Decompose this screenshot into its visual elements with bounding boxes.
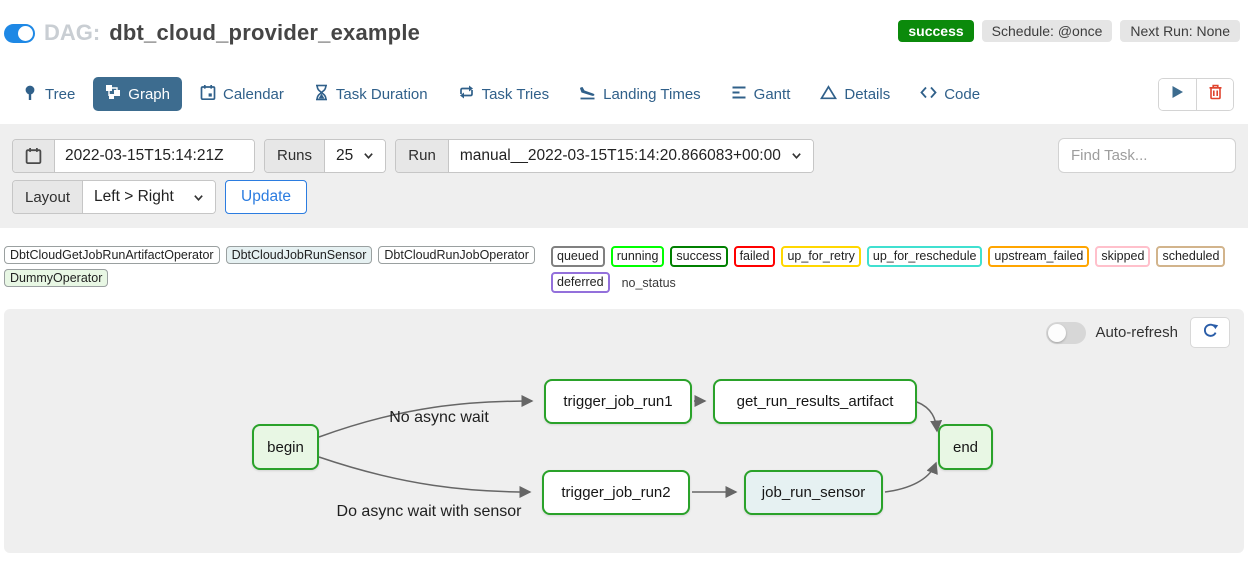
run-group: Run manual__2022-03-15T15:14:20.866083+0… — [395, 138, 814, 173]
graph-icon — [105, 84, 121, 104]
repeat-icon — [458, 84, 475, 104]
tab-label: Task Tries — [481, 85, 550, 103]
delete-dag-button[interactable] — [1196, 78, 1233, 110]
calendar-addon-icon — [13, 139, 55, 172]
tab-task-duration[interactable]: Task Duration — [302, 77, 440, 112]
operator-badge: DbtCloudRunJobOperator — [378, 246, 535, 264]
status-badge: skipped — [1095, 246, 1151, 267]
triangle-icon — [820, 84, 838, 104]
layout-value: Left > Right — [94, 188, 174, 205]
hourglass-icon — [314, 84, 329, 105]
play-icon — [1171, 85, 1184, 104]
status-badge: up_for_retry — [781, 246, 861, 267]
task-node-trigger-job-run2[interactable]: trigger_job_run2 — [542, 470, 690, 515]
edge-label-no-async-wait: No async wait — [389, 409, 489, 426]
calendar-icon — [200, 84, 216, 105]
chevron-down-icon — [792, 153, 801, 160]
run-value: manual__2022-03-15T15:14:20.866083+00:00 — [459, 146, 781, 164]
auto-refresh-toggle[interactable] — [1046, 321, 1087, 344]
tab-label: Tree — [45, 85, 76, 103]
graph-canvas: No async wait Do async wait with sensor … — [4, 309, 1244, 553]
operator-badge: DbtCloudGetJobRunArtifactOperator — [4, 246, 220, 264]
no-status-label: no_status — [621, 275, 676, 290]
task-node-begin[interactable]: begin — [252, 424, 319, 470]
operator-badge: DummyOperator — [4, 269, 109, 287]
runs-value: 25 — [336, 146, 354, 164]
run-label: Run — [396, 139, 449, 172]
layout-group: Layout Left > Right — [12, 180, 217, 214]
layout-label: Layout — [13, 181, 84, 213]
dag-pause-toggle[interactable] — [4, 23, 35, 43]
schedule-badge: Schedule: @once — [981, 20, 1113, 42]
status-badge: up_for_reschedule — [866, 246, 983, 267]
tree-icon — [22, 84, 38, 105]
trash-icon — [1208, 84, 1223, 105]
tab-code[interactable]: Code — [908, 78, 992, 111]
tab-label: Task Duration — [335, 85, 428, 103]
base-date-input[interactable] — [55, 139, 254, 172]
next-run-badge: Next Run: None — [1120, 20, 1240, 42]
auto-refresh-label: Auto-refresh — [1095, 324, 1178, 341]
tab-label: Calendar — [223, 85, 284, 103]
num-runs-group: Runs 25 — [264, 138, 387, 173]
operator-legend: DbtCloudGetJobRunArtifactOperator DbtClo… — [4, 246, 551, 287]
dag-header: DAG: dbt_cloud_provider_example success … — [0, 0, 1248, 66]
page-title: dbt_cloud_provider_example — [109, 20, 421, 45]
dag-prefix-label: DAG: — [44, 20, 101, 45]
tab-label: Graph — [128, 85, 170, 103]
operator-badge: DbtCloudJobRunSensor — [225, 246, 373, 264]
status-legend: queued running success failed up_for_ret… — [551, 246, 1226, 293]
refresh-button[interactable] — [1190, 317, 1230, 348]
trigger-dag-button[interactable] — [1159, 78, 1196, 110]
status-badge: success — [670, 246, 728, 267]
tab-label: Code — [944, 85, 981, 103]
num-runs-select[interactable]: 25 — [325, 139, 386, 172]
status-badge: scheduled — [1156, 246, 1226, 267]
gantt-bars-icon — [731, 85, 747, 104]
plane-landing-icon — [579, 84, 596, 104]
task-node-end[interactable]: end — [938, 424, 993, 470]
find-task-input[interactable] — [1058, 138, 1236, 173]
tab-calendar[interactable]: Calendar — [188, 77, 296, 112]
status-badge: upstream_failed — [988, 246, 1090, 267]
task-node-trigger-job-run1[interactable]: trigger_job_run1 — [544, 379, 692, 424]
base-date-group — [12, 138, 255, 173]
runs-label: Runs — [265, 139, 326, 172]
tab-label: Gantt — [753, 85, 791, 103]
status-badge: queued — [551, 246, 605, 267]
legend: DbtCloudGetJobRunArtifactOperator DbtClo… — [0, 228, 1248, 303]
tab-graph[interactable]: Graph — [93, 77, 182, 111]
header-badges: success Schedule: @once Next Run: None — [898, 20, 1240, 42]
chevron-down-icon — [194, 194, 203, 201]
filter-bar: Runs 25 Run manual__2022-03-15T15:14:20.… — [0, 124, 1248, 228]
task-node-get-run-results-artifact[interactable]: get_run_results_artifact — [713, 379, 917, 424]
tab-task-tries[interactable]: Task Tries — [446, 77, 562, 111]
task-node-job-run-sensor[interactable]: job_run_sensor — [744, 470, 883, 515]
toggle-knob — [1048, 323, 1067, 342]
update-button[interactable]: Update — [225, 180, 308, 214]
chevron-down-icon — [364, 153, 374, 160]
tab-label: Details — [844, 85, 891, 103]
tab-tree[interactable]: Tree — [10, 77, 87, 112]
view-tabbar: Tree Graph Calendar Task Duration Task T… — [0, 66, 1248, 124]
tab-landing-times[interactable]: Landing Times — [567, 77, 713, 111]
toggle-knob — [18, 25, 33, 41]
tab-details[interactable]: Details — [808, 78, 902, 111]
status-badge: failed — [733, 246, 776, 267]
tab-gantt[interactable]: Gantt — [719, 78, 803, 111]
edge-label-do-async-wait: Do async wait with sensor — [336, 503, 522, 520]
dag-status-badge: success — [898, 20, 974, 42]
layout-select[interactable]: Left > Right — [83, 181, 216, 213]
code-icon — [920, 85, 937, 104]
refresh-controls: Auto-refresh — [1046, 317, 1230, 348]
status-badge: deferred — [551, 272, 610, 293]
status-badge: running — [610, 246, 665, 267]
refresh-icon — [1202, 322, 1219, 344]
tab-label: Landing Times — [603, 85, 701, 103]
dag-actions-group — [1158, 77, 1234, 111]
dag-edges — [318, 395, 943, 498]
dag-run-select[interactable]: manual__2022-03-15T15:14:20.866083+00:00 — [448, 139, 813, 172]
